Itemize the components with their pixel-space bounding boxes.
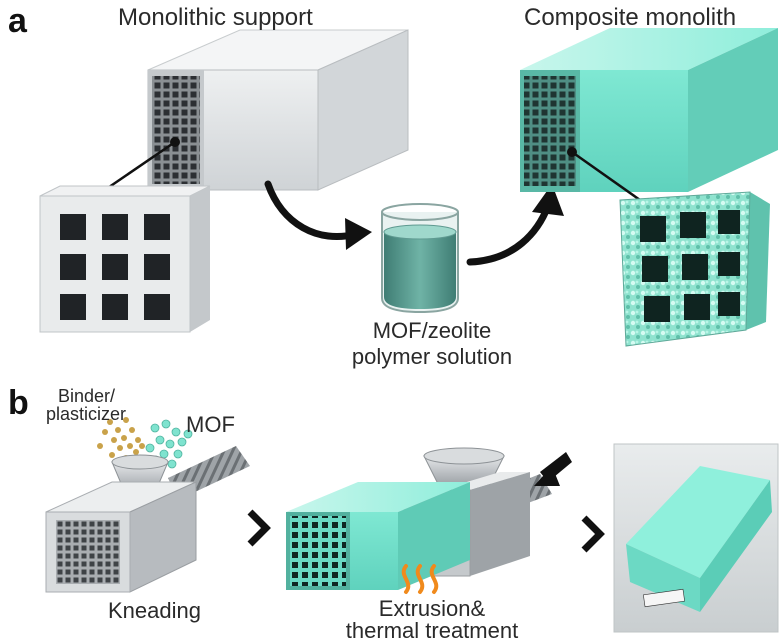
arrow-to-beaker bbox=[264, 180, 360, 241]
binder-particles bbox=[97, 417, 145, 461]
heat-icon bbox=[401, 564, 439, 594]
extruded-monolith bbox=[286, 482, 470, 590]
extrusion-label-line2: thermal treatment bbox=[345, 618, 519, 643]
arrow-to-composite bbox=[466, 202, 552, 266]
extrusion-label-line1: Extrusion& bbox=[378, 596, 486, 621]
beaker bbox=[381, 203, 459, 314]
kneader-machine bbox=[45, 446, 250, 593]
support-cross-section bbox=[39, 185, 211, 333]
product-photo bbox=[613, 443, 779, 633]
panel-b-letter: b bbox=[8, 384, 29, 422]
arrow-to-composite-head bbox=[532, 184, 564, 216]
arrow-to-beaker-head bbox=[345, 218, 372, 250]
binder-label-line2: plasticizer bbox=[46, 404, 127, 424]
binder-label-line1: Binder/ bbox=[58, 386, 116, 406]
extrusion-arrow-icon-head bbox=[534, 466, 560, 486]
left-title: Monolithic support bbox=[118, 4, 313, 31]
solution-label-line1: MOF/zeolite bbox=[372, 318, 492, 343]
zoom-connector-right bbox=[571, 150, 641, 202]
monolithic-support-block bbox=[147, 29, 409, 191]
scale-ruler bbox=[643, 588, 685, 608]
solution-label-line2: polymer solution bbox=[351, 344, 513, 369]
panel-a-letter: a bbox=[8, 2, 27, 40]
kneading-label: Kneading bbox=[108, 598, 201, 623]
chevron-1 bbox=[247, 509, 271, 547]
chevron-2 bbox=[581, 515, 605, 553]
mof-label: MOF bbox=[186, 412, 235, 437]
right-title: Composite monolith bbox=[524, 4, 737, 31]
composite-cross-section bbox=[619, 191, 770, 347]
composite-monolith-block bbox=[520, 28, 778, 192]
